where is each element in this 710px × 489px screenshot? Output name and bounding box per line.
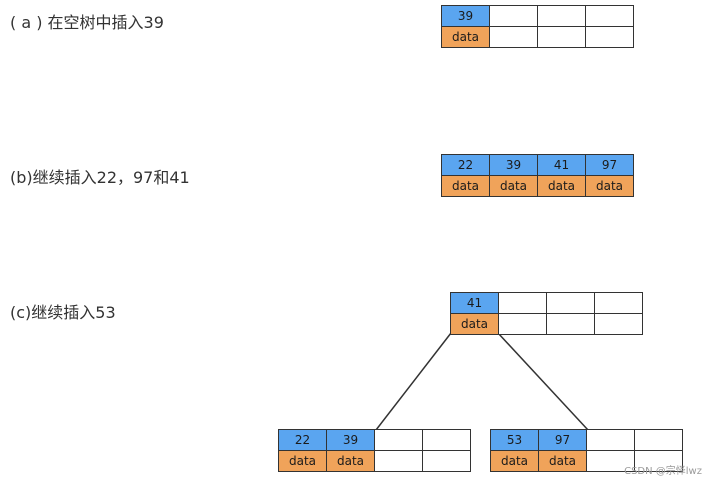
key-row: 41 xyxy=(450,292,643,314)
key-row: 22 39 xyxy=(278,429,471,451)
edge-root-to-right xyxy=(497,332,589,431)
key-cell: 97 xyxy=(585,154,634,176)
key-cell: 22 xyxy=(441,154,490,176)
key-cell xyxy=(422,429,471,451)
data-cell xyxy=(489,26,538,48)
data-cell xyxy=(422,450,471,472)
data-cell: data xyxy=(450,313,499,335)
caption-b: (b)继续插入22，97和41 xyxy=(10,168,190,187)
data-row: data data xyxy=(490,450,683,472)
data-row: data xyxy=(441,26,634,48)
data-row: data data data data xyxy=(441,175,634,197)
data-cell xyxy=(634,450,683,472)
key-cell: 41 xyxy=(537,154,586,176)
key-cell xyxy=(498,292,547,314)
btree-node-c-left: 22 39 data data xyxy=(278,429,471,472)
key-cell xyxy=(489,5,538,27)
data-cell: data xyxy=(278,450,327,472)
data-row: data xyxy=(450,313,643,335)
key-cell xyxy=(594,292,643,314)
key-cell xyxy=(546,292,595,314)
key-cell xyxy=(634,429,683,451)
data-cell xyxy=(374,450,423,472)
key-cell xyxy=(586,429,635,451)
data-cell: data xyxy=(585,175,634,197)
data-cell xyxy=(498,313,547,335)
key-cell xyxy=(374,429,423,451)
key-row: 39 xyxy=(441,5,634,27)
data-cell xyxy=(585,26,634,48)
key-cell: 41 xyxy=(450,292,499,314)
key-row: 22 39 41 97 xyxy=(441,154,634,176)
key-cell: 39 xyxy=(489,154,538,176)
key-cell: 39 xyxy=(441,5,490,27)
data-cell: data xyxy=(326,450,375,472)
data-cell: data xyxy=(537,175,586,197)
data-cell: data xyxy=(441,26,490,48)
watermark: CSDN @宗怿lwz xyxy=(624,466,702,477)
data-cell: data xyxy=(538,450,587,472)
data-cell: data xyxy=(490,450,539,472)
btree-node-c-root: 41 data xyxy=(450,292,643,335)
caption-a: ( a ) 在空树中插入39 xyxy=(10,13,164,32)
data-cell xyxy=(537,26,586,48)
caption-c: (c)继续插入53 xyxy=(10,303,116,322)
key-cell xyxy=(585,5,634,27)
btree-node-a: 39 data xyxy=(441,5,634,48)
btree-node-b: 22 39 41 97 data data data data xyxy=(441,154,634,197)
data-cell: data xyxy=(489,175,538,197)
data-cell xyxy=(586,450,635,472)
key-row: 53 97 xyxy=(490,429,683,451)
edge-root-to-left xyxy=(375,332,452,431)
data-cell xyxy=(546,313,595,335)
key-cell: 97 xyxy=(538,429,587,451)
key-cell: 53 xyxy=(490,429,539,451)
key-cell: 39 xyxy=(326,429,375,451)
key-cell xyxy=(537,5,586,27)
data-cell xyxy=(594,313,643,335)
key-cell: 22 xyxy=(278,429,327,451)
data-row: data data xyxy=(278,450,471,472)
data-cell: data xyxy=(441,175,490,197)
btree-node-c-right: 53 97 data data xyxy=(490,429,683,472)
